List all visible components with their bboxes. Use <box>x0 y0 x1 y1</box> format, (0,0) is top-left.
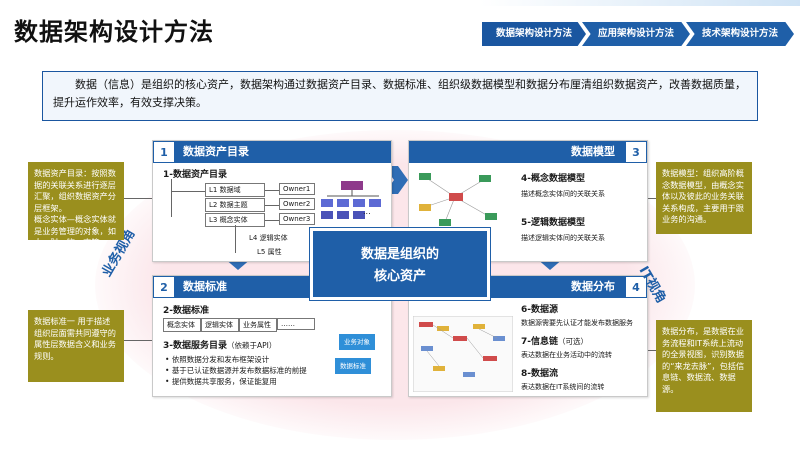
conceptual-model-title: 4-概念数据模型 <box>521 174 585 184</box>
tree-line <box>265 220 279 221</box>
connector <box>124 340 152 341</box>
catalog-level: L3 概念实体 <box>205 213 265 227</box>
quadrant-title: 数据标准 <box>183 280 227 293</box>
core-line-2: 核心资产 <box>373 269 426 284</box>
catalog-level: L2 数据主题 <box>205 198 265 212</box>
intro-text: 数据（信息）是组织的核心资产，数据架构通过数据资产目录、数据标准、组织级数据模型… <box>42 71 758 121</box>
quadrant-header: 数据模型 3 <box>409 141 647 163</box>
top-gradient-bar <box>0 0 800 6</box>
data-model-graphic <box>419 173 497 233</box>
catalog-level-l4: L4 逻辑实体 <box>249 234 288 242</box>
connector <box>648 198 656 199</box>
info-chain-label: 7-信息链 <box>521 337 558 347</box>
standard-cell: …… <box>277 318 315 330</box>
page-title: 数据架构设计方法 <box>14 18 214 46</box>
tab-application-architecture[interactable]: 应用架构设计方法 <box>582 22 690 46</box>
tree-line <box>235 225 236 253</box>
service-card: 数据标准 <box>335 358 371 374</box>
service-catalog-note: （依赖于API） <box>227 341 277 350</box>
quadrant-title: 数据模型 <box>571 145 615 158</box>
quadrant-number: 3 <box>625 141 647 163</box>
tree-line <box>171 191 205 192</box>
asset-catalog-subtitle: 1-数据资产目录 <box>163 170 227 180</box>
tab-data-architecture[interactable]: 数据架构设计方法 <box>482 22 586 46</box>
service-bullets: • 依照数据分发和发布框架设计 • 基于已认证数据源并发布数据标准的前提 • 提… <box>165 354 307 387</box>
standard-subtitle: 2-数据标准 <box>163 306 209 316</box>
tab-technology-architecture[interactable]: 技术架构设计方法 <box>686 22 794 46</box>
data-source-title: 6-数据源 <box>521 305 558 315</box>
owner-box: Owner2 <box>279 198 315 210</box>
info-chain-title: 7-信息链（可选） <box>521 334 588 347</box>
core-asset-box: 数据是组织的 核心资产 <box>310 228 490 300</box>
conceptual-model-desc: 描述概念实体间的关联关系 <box>521 190 605 198</box>
quadrant-title: 数据分布 <box>571 280 615 293</box>
bullet-item: • 基于已认证数据源并发布数据标准的前提 <box>165 366 307 375</box>
tree-line <box>265 205 279 206</box>
service-catalog-label: 3-数据服务目录 <box>163 341 227 351</box>
service-card: 业务对象 <box>339 334 375 350</box>
quadrant-number: 2 <box>153 276 175 298</box>
info-chain-desc: 表达数据在业务活动中的流转 <box>521 351 612 359</box>
bullet-text: 基于已认证数据源并发布数据标准的前提 <box>171 366 307 375</box>
standard-cell: 业务属性 <box>239 318 277 332</box>
logical-model-desc: 描述逻辑实体间的关联关系 <box>521 234 605 242</box>
data-source-desc: 数据源需要先认证才能发布数据服务 <box>521 319 633 327</box>
side-note-data-distribution: 数据分布，是数据在业务流程和IT系统上流动的全景视图，识别数据的“来龙去脉”，包… <box>656 320 752 412</box>
quadrant-asset-catalog: 1 数据资产目录 1-数据资产目录 L1 数据域 L2 数据主题 L3 概念实体… <box>152 140 392 262</box>
tree-line <box>265 190 279 191</box>
owner-box: Owner3 <box>279 213 315 225</box>
core-line-1: 数据是组织的 <box>360 247 439 262</box>
connector <box>648 350 656 351</box>
bullet-item: • 依照数据分发和发布框架设计 <box>165 355 270 364</box>
catalog-level: L1 数据域 <box>205 183 265 197</box>
service-catalog-title: 3-数据服务目录（依赖于API） <box>163 338 276 351</box>
data-flow-desc: 表达数据在IT系统间的流转 <box>521 383 605 391</box>
standard-cell: 概念实体 <box>163 318 201 332</box>
owner-box: Owner1 <box>279 183 315 195</box>
quadrant-title: 数据资产目录 <box>183 145 249 158</box>
connector <box>124 198 152 199</box>
standard-cell: 逻辑实体 <box>201 318 239 332</box>
bullet-text: 依照数据分发和发布框架设计 <box>171 355 270 364</box>
side-note-asset-catalog: 数据资产目录：按照数据的关联关系进行逐层汇聚，组织数据资产分层框架。 概念实体—… <box>28 162 124 247</box>
side-note-data-model: 数据模型：组织高阶概念数据模型，由概念实体以及彼此的业务关联关系构成，主要用于跟… <box>656 162 752 234</box>
bullet-text: 提供数据共享服务，保证能复用 <box>171 377 277 386</box>
side-note-data-standard: 数据标准一 用于描述组织层面需共同遵守的属性层数据含义和业务规则。 <box>28 310 124 382</box>
logical-model-title: 5-逻辑数据模型 <box>521 218 585 228</box>
bullet-item: • 提供数据共享服务，保证能复用 <box>165 377 277 386</box>
data-distribution-graphic <box>413 316 513 392</box>
tree-line <box>171 179 172 217</box>
quadrant-header: 1 数据资产目录 <box>153 141 391 163</box>
data-flow-title: 8-数据流 <box>521 369 558 379</box>
quadrant-number: 1 <box>153 141 175 163</box>
quadrant-number: 4 <box>625 276 647 298</box>
hierarchy-graphic <box>321 181 381 219</box>
catalog-level-l5: L5 属性 <box>257 248 282 256</box>
info-chain-note: （可选） <box>558 337 588 346</box>
more-dots: ... <box>363 207 371 216</box>
